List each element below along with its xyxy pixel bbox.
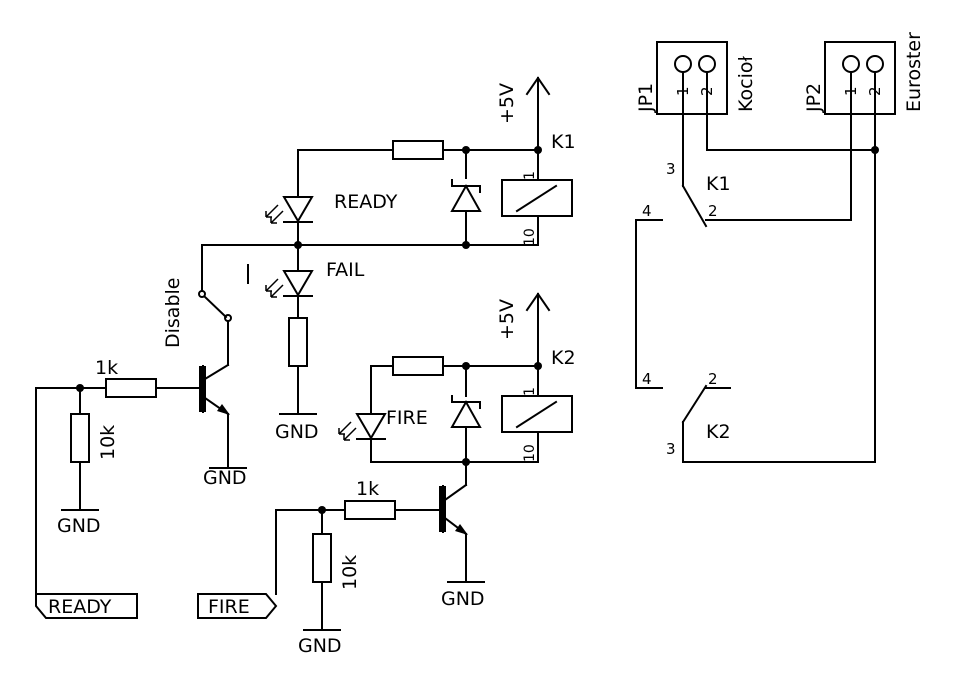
vcc-arrow-bottom — [525, 292, 551, 367]
svg-text:4: 4 — [642, 202, 652, 220]
led-fire-label: FIRE — [386, 407, 428, 429]
gnd-label-a: GND — [57, 515, 101, 537]
diode-k2-icon — [450, 395, 482, 428]
resistor-10k-a-label: 10k — [97, 425, 119, 460]
svg-text:1: 1 — [522, 387, 538, 396]
jp2-name: Euroster — [903, 32, 925, 112]
resistor-1k-b-label: 1k — [356, 478, 379, 500]
jp2-label: JP2 — [803, 83, 825, 113]
resistor-10k-b-label: 10k — [339, 555, 361, 590]
resistor-10k-b — [312, 533, 332, 583]
resistor-1k-a — [105, 378, 157, 398]
svg-text:2: 2 — [708, 370, 718, 388]
relay-k1-label: K1 — [551, 131, 576, 153]
svg-text:10: 10 — [522, 444, 538, 462]
vcc-label-bottom: +5V — [496, 299, 518, 340]
diode-k1-icon — [450, 179, 482, 212]
resistor-fail-led — [288, 317, 308, 367]
port-ready — [35, 593, 138, 619]
contact-k2-label: K2 — [706, 421, 731, 443]
gnd-label-c: GND — [203, 467, 247, 489]
relay-k2-label: K2 — [551, 347, 576, 369]
jp1-name: Kocioł — [735, 56, 757, 112]
led-fire-icon — [355, 413, 387, 440]
gnd-label-d: GND — [441, 588, 485, 610]
contact-k1-icon — [635, 184, 852, 228]
svg-text:3: 3 — [666, 440, 676, 458]
contact-k2-icon — [681, 384, 876, 463]
contact-section: JP1 Kocioł 1 2 JP2 Euroster 1 2 3 4 2 K1… — [635, 32, 925, 463]
resistor-1k-b — [344, 500, 396, 520]
resistor-ready-led — [392, 140, 444, 160]
contact-k1-label: K1 — [706, 173, 731, 195]
led-ready-label: READY — [334, 191, 398, 213]
led-fail-label: FAIL — [326, 259, 365, 281]
transistor-2-icon — [442, 483, 468, 536]
led-ready-icon — [282, 196, 314, 223]
port-fire-label: FIRE — [208, 596, 250, 618]
connector-jp2 — [824, 41, 896, 115]
svg-text:10: 10 — [522, 228, 538, 246]
switch-disable-label: Disable — [162, 278, 184, 348]
relay-k1-section: +5V K1 READY 1 10 FAIL GND — [35, 76, 576, 619]
port-fire — [197, 593, 278, 619]
svg-text:1: 1 — [522, 171, 538, 180]
vcc-label-top: +5V — [496, 83, 518, 124]
transistor-1-icon — [202, 363, 230, 416]
resistor-1k-a-label: 1k — [95, 357, 118, 379]
led-fail-icon — [282, 270, 314, 297]
resistor-10k-a — [70, 413, 90, 463]
gnd-label-b: GND — [275, 421, 319, 443]
jp1-label: JP1 — [635, 83, 657, 113]
vcc-arrow-top — [525, 76, 551, 151]
relay-k2-section: +5V K2 FIRE 1 10 GND 1k 10k — [197, 292, 576, 657]
svg-text:3: 3 — [666, 160, 676, 178]
svg-text:2: 2 — [708, 202, 718, 220]
svg-text:4: 4 — [642, 370, 652, 388]
resistor-fire-led — [392, 356, 444, 376]
connector-jp1 — [656, 41, 728, 115]
switch-disable-icon — [203, 264, 249, 319]
gnd-label-e: GND — [298, 635, 342, 657]
port-ready-label: READY — [48, 596, 112, 618]
